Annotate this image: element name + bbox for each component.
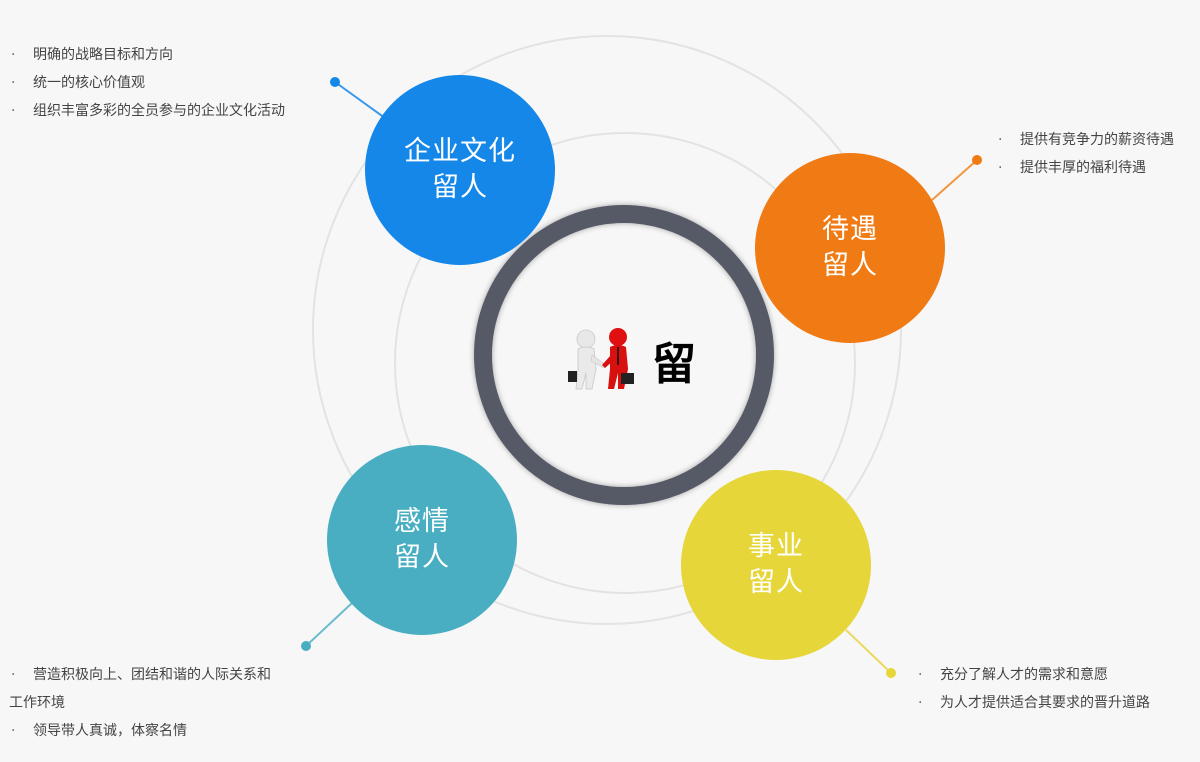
bullet-text: 统一的核心价值观 (33, 75, 145, 91)
treatment-bullet-list: · 提供有竞争力的薪资待遇 · 提供丰厚的福利待遇 (998, 126, 1174, 182)
bullet-text: 提供丰厚的福利待遇 (1020, 160, 1146, 176)
bullet-icon: · (918, 695, 923, 711)
bullet-text: 提供有竞争力的薪资待遇 (1020, 132, 1174, 148)
career-node-line2: 留人 (748, 567, 804, 598)
emotion-node-line1: 感情 (394, 506, 450, 537)
bullet-icon: · (11, 667, 16, 683)
culture-connector-dot (330, 77, 340, 87)
handshake-people-icon (568, 328, 634, 390)
outer-guide-circle (312, 35, 902, 625)
bullet-text: 工作环境 (9, 695, 65, 711)
culture-node-line2: 留人 (432, 172, 488, 203)
list-item: · 领导带人真诚，体察名情 (11, 717, 271, 745)
list-item: · 提供有竞争力的薪资待遇 (998, 126, 1174, 154)
career-connector-dot (886, 668, 896, 678)
center-content: 留 (550, 320, 710, 400)
bullet-text: 组织丰富多彩的全员参与的企业文化活动 (33, 103, 285, 119)
treatment-connector (931, 159, 978, 201)
emotion-bullet-list: · 营造积极向上、团结和谐的人际关系和 工作环境 · 领导带人真诚，体察名情 (9, 661, 271, 745)
inner-guide-circle (394, 132, 856, 594)
culture-bullet-list: · 明确的战略目标和方向 · 统一的核心价值观 · 组织丰富多彩的全员参与的企业文化活… (11, 41, 285, 125)
emotion-connector-dot (301, 641, 311, 651)
list-item: · 营造积极向上、团结和谐的人际关系和 (11, 661, 271, 689)
bullet-icon: · (11, 723, 16, 739)
career-connector (845, 629, 892, 674)
center-label: 留 (652, 339, 696, 390)
treatment-node-line1: 待遇 (822, 214, 878, 245)
career-retention-node[interactable]: 事业 留人 (681, 470, 871, 660)
emotion-retention-node[interactable]: 感情 留人 (327, 445, 517, 635)
culture-connector (334, 81, 386, 119)
bullet-text: 为人才提供适合其要求的晋升道路 (940, 695, 1150, 711)
bullet-icon: · (998, 160, 1003, 176)
bullet-icon: · (998, 132, 1003, 148)
bullet-icon: · (918, 667, 923, 683)
bullet-text: 明确的战略目标和方向 (33, 47, 173, 63)
emotion-node-line2: 留人 (394, 542, 450, 573)
bullet-icon: · (11, 47, 16, 63)
career-node-line1: 事业 (748, 531, 804, 562)
culture-node-line1: 企业文化 (404, 136, 516, 167)
bullet-icon: · (11, 75, 16, 91)
bullet-text: 充分了解人才的需求和意愿 (940, 667, 1108, 683)
list-item-continuation: 工作环境 (9, 689, 271, 717)
bullet-icon: · (11, 103, 16, 119)
treatment-retention-node[interactable]: 待遇 留人 (755, 153, 945, 343)
culture-retention-node[interactable]: 企业文化 留人 (365, 75, 555, 265)
bullet-text: 领导带人真诚，体察名情 (33, 723, 187, 739)
emotion-connector (305, 602, 353, 647)
treatment-connector-dot (972, 155, 982, 165)
career-bullet-list: · 充分了解人才的需求和意愿 · 为人才提供适合其要求的晋升道路 (918, 661, 1150, 717)
list-item: · 为人才提供适合其要求的晋升道路 (918, 689, 1150, 717)
list-item: · 提供丰厚的福利待遇 (998, 154, 1174, 182)
list-item: · 明确的战略目标和方向 (11, 41, 285, 69)
list-item: · 组织丰富多彩的全员参与的企业文化活动 (11, 97, 285, 125)
bullet-text: 营造积极向上、团结和谐的人际关系和 (33, 667, 271, 683)
list-item: · 统一的核心价值观 (11, 69, 285, 97)
treatment-node-line2: 留人 (822, 250, 878, 281)
list-item: · 充分了解人才的需求和意愿 (918, 661, 1150, 689)
